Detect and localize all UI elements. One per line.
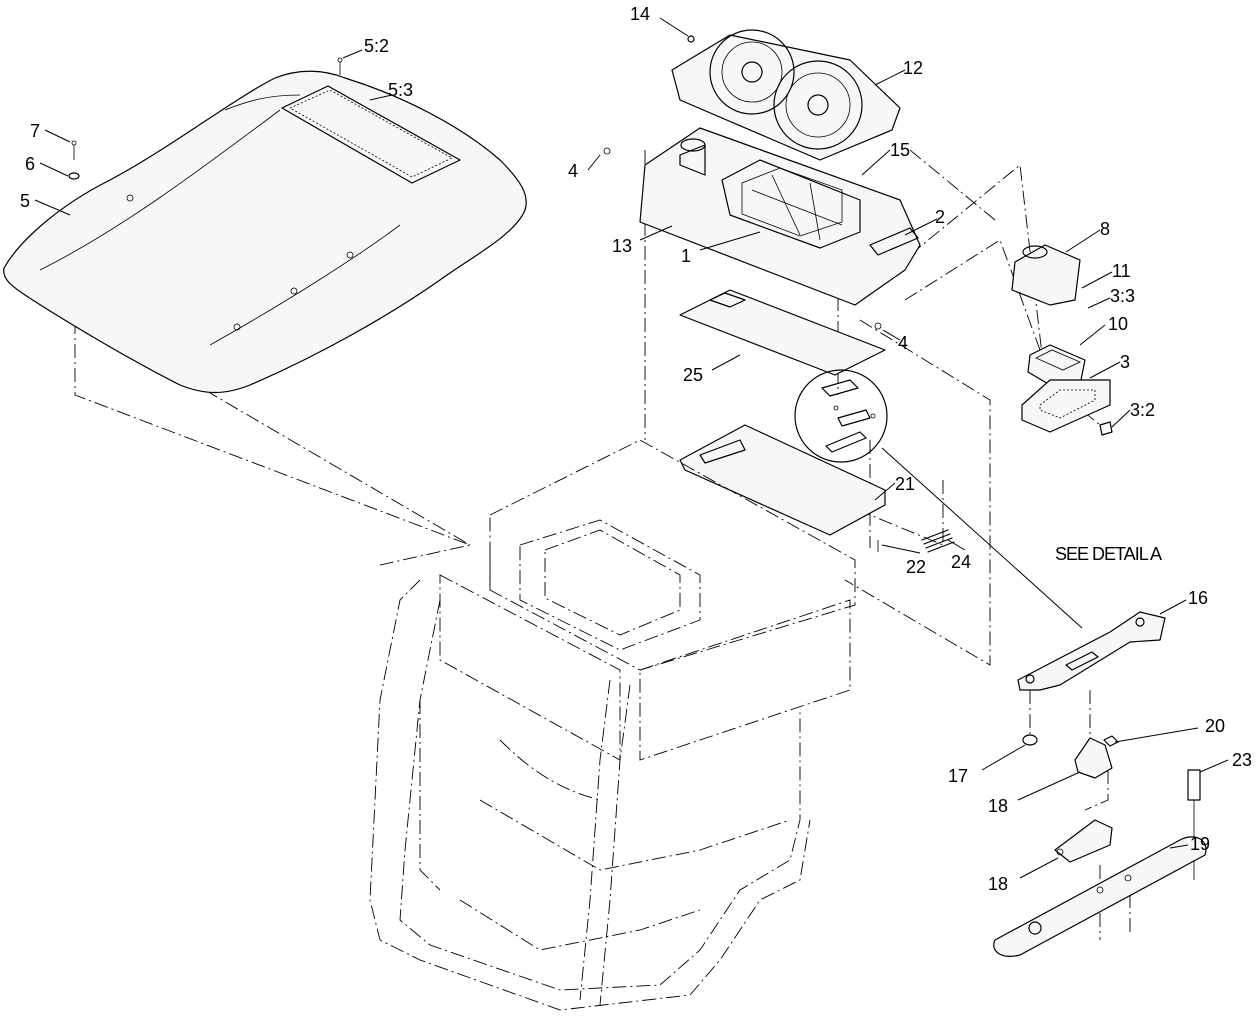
callout-label: 4 [898,333,908,353]
callout-label: 18 [988,874,1008,894]
callout-label: 24 [951,552,971,572]
bumper-part [1022,734,1038,746]
see-detail-note: SEE DETAIL A [1055,544,1162,564]
callout-label: 3:2 [1130,400,1155,420]
callout-label: 8 [1100,219,1110,239]
latch-plate-part [1017,611,1166,691]
callout-label: 16 [1188,588,1208,608]
fan-assembly-part [671,29,901,161]
base-plate-part [993,836,1207,957]
callout-label: 6 [25,154,35,174]
filter-housing-parts [1011,244,1113,436]
callout-label: 2 [935,207,945,227]
callout-label: 19 [1190,834,1210,854]
callout-label: 17 [948,766,968,786]
callout-label: 23 [1232,750,1252,770]
callout-label: 3:3 [1110,286,1135,306]
callout-label: 7 [30,121,40,141]
callout-label: 3 [1120,352,1130,372]
callout-label: 22 [906,557,926,577]
hood-hardware [68,57,343,180]
hood-part [3,70,527,394]
detail-circle [794,369,1083,629]
callout-label: 5 [20,191,30,211]
callout-label: 1 [681,246,691,266]
spring-part [877,529,955,553]
bracket-part-lower [1054,819,1113,863]
callout-label: 12 [903,58,923,78]
bracket-part-upper [1074,737,1113,779]
callout-label: 15 [890,140,910,160]
callout-label: 25 [683,365,703,385]
callout-label: 20 [1205,716,1225,736]
callout-label: 13 [612,236,632,256]
callout-label: 18 [988,796,1008,816]
callout-label: 5:2 [364,36,389,56]
nut-part [1103,735,1119,747]
callout-label: 21 [895,474,915,494]
tray-part [679,424,886,536]
cab-frame [369,439,856,1011]
panel-part [679,289,886,376]
callout-label: 4 [568,161,578,181]
leader-lines [34,17,1229,879]
callout-label: 5:3 [388,80,413,100]
callout-label: 11 [1112,261,1131,281]
callout-label: 10 [1108,314,1128,334]
mounting-plate-part [603,127,921,330]
callout-label: 14 [630,4,650,24]
